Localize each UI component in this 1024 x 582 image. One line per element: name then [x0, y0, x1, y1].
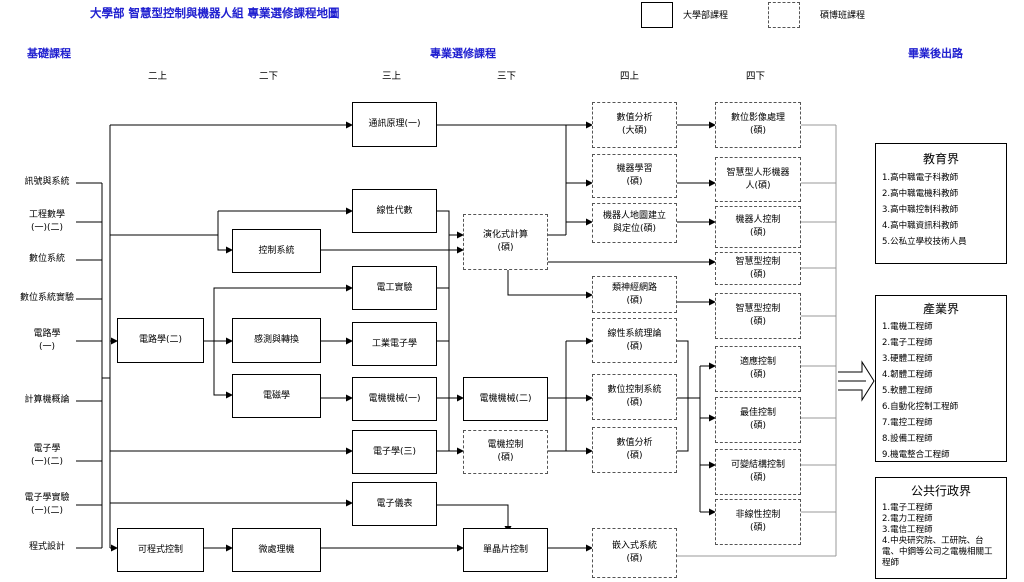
career-industry-box: 產業界 1.電機工程師 2.電子工程師 3.硬體工程師 4.韌體工程師 5.軟體…	[875, 295, 1007, 462]
basic-course: 工程數學 (一)(二)	[28, 210, 65, 233]
semester-label: 四上	[620, 71, 640, 82]
course-robotctl: 機器人控制 (碩)	[715, 206, 801, 248]
career-item: 8.設備工程師	[882, 434, 933, 444]
basic-course: 電子學實驗 (一)(二)	[24, 493, 70, 516]
career-title: 公共行政界	[910, 484, 971, 498]
course-adaptive: 適應控制 (碩)	[715, 346, 801, 392]
career-education-box: 教育界 1.高中職電子科教師 2.高中職電機科教師 3.高中職控制科教師 4.高…	[875, 143, 1007, 264]
basic-course: 程式設計	[28, 542, 65, 552]
course-smartctl2: 智慧型控制 (碩)	[715, 293, 801, 339]
course-smartctl1: 智慧型控制 (碩)	[715, 252, 801, 285]
career-item: 7.電控工程師	[882, 418, 933, 428]
career-item: 1.電機工程師	[882, 322, 933, 332]
career-item: 4.高中職資訊科教師	[882, 221, 959, 231]
course-indelec: 工業電子學	[352, 322, 437, 366]
course-comm: 通訊原理(一)	[352, 102, 437, 147]
career-title: 產業界	[922, 302, 959, 316]
course-em: 電磁學	[232, 374, 321, 418]
course-mcu: 單晶片控制	[463, 528, 548, 572]
course-digctl: 數位控制系統 (碩)	[592, 374, 677, 420]
semester-label: 三上	[382, 71, 402, 82]
course-circuit2: 電路學(二)	[117, 318, 204, 363]
course-motorctl: 電機控制 (碩)	[463, 430, 548, 474]
semester-label: 四下	[746, 71, 766, 82]
career-item: 2.電力工程師	[882, 514, 933, 524]
basic-course: 數位系統	[28, 254, 65, 264]
basic-course: 訊號與系統	[24, 177, 70, 187]
legend-solid-label: 大學部課程	[683, 11, 729, 21]
career-item: 6.自動化控制工程師	[882, 402, 959, 412]
career-item: 1.高中職電子科教師	[882, 173, 959, 183]
career-item: 1.電子工程師	[882, 503, 933, 513]
career-title: 教育界	[922, 152, 959, 166]
section-career: 畢業後出路	[908, 47, 963, 60]
course-sensor: 感測與轉換	[232, 318, 321, 363]
course-plc: 可程式控制	[117, 528, 204, 572]
semester-label: 三下	[497, 71, 517, 82]
career-item: 2.電子工程師	[882, 338, 933, 348]
career-item: 3.電信工程師	[882, 525, 933, 535]
career-public-box: 公共行政界 1.電子工程師 2.電力工程師 3.電信工程師 4.中央研究院、工研…	[875, 477, 1007, 579]
course-nn: 類神經網路 (碩)	[592, 276, 677, 313]
course-optimal: 最佳控制 (碩)	[715, 397, 801, 443]
legend-dashed-swatch	[768, 2, 800, 28]
career-item: 5.公私立學校技術人員	[882, 237, 967, 247]
career-item: 4.韌體工程師	[882, 370, 933, 380]
section-elective: 專業選修課程	[430, 47, 496, 60]
semester-label: 二下	[259, 71, 279, 82]
basic-course: 數位系統實驗	[19, 293, 74, 303]
course-numan1: 數值分析 (大碩)	[592, 102, 677, 148]
course-nonlinear: 非線性控制 (碩)	[715, 499, 801, 545]
career-item: 4.中央研究院、工研院、台電、中鋼等公司之電機相關工程師	[882, 536, 993, 568]
course-humanoid: 智慧型人形機器 人(碩)	[715, 157, 801, 202]
course-linsys: 線性系統理論 (碩)	[592, 318, 677, 363]
course-machine1: 電機機械(一)	[352, 377, 437, 421]
career-item: 3.高中職控制科教師	[882, 205, 959, 215]
course-imgproc: 數位影像處理 (碩)	[715, 102, 801, 148]
course-varstruct: 可變結構控制 (碩)	[715, 449, 801, 495]
section-basic: 基礎課程	[27, 47, 71, 60]
basic-course: 計算機概論	[24, 395, 70, 405]
course-slam: 機器人地圖建立 與定位(碩)	[592, 203, 677, 243]
course-evo: 演化式計算 (碩)	[463, 214, 548, 270]
course-elec3: 電子學(三)	[352, 430, 437, 474]
course-eelab: 電工實驗	[352, 266, 437, 310]
page-title: 大學部 智慧型控制與機器人組 專業選修課程地圖	[90, 6, 340, 20]
course-machine2: 電機機械(二)	[463, 377, 548, 421]
semester-label: 二上	[148, 71, 168, 82]
basic-course: 電路學 (一)	[33, 329, 61, 352]
legend-solid-swatch	[641, 2, 673, 28]
course-control: 控制系統	[232, 229, 321, 273]
career-item: 3.硬體工程師	[882, 354, 933, 364]
career-item: 9.機電整合工程師	[882, 450, 950, 460]
course-linalg: 線性代數	[352, 189, 437, 233]
career-item: 2.高中職電機科教師	[882, 189, 959, 199]
legend-dashed-label: 碩博班課程	[820, 11, 866, 21]
career-item: 5.軟體工程師	[882, 386, 933, 396]
course-embedded: 嵌入式系統 (碩)	[592, 528, 677, 578]
course-ml: 機器學習 (碩)	[592, 154, 677, 198]
course-numan2: 數值分析 (碩)	[592, 427, 677, 473]
basic-course: 電子學 (一)(二)	[30, 444, 64, 467]
course-instr: 電子儀表	[352, 482, 437, 526]
course-micro: 微處理機	[232, 528, 321, 572]
